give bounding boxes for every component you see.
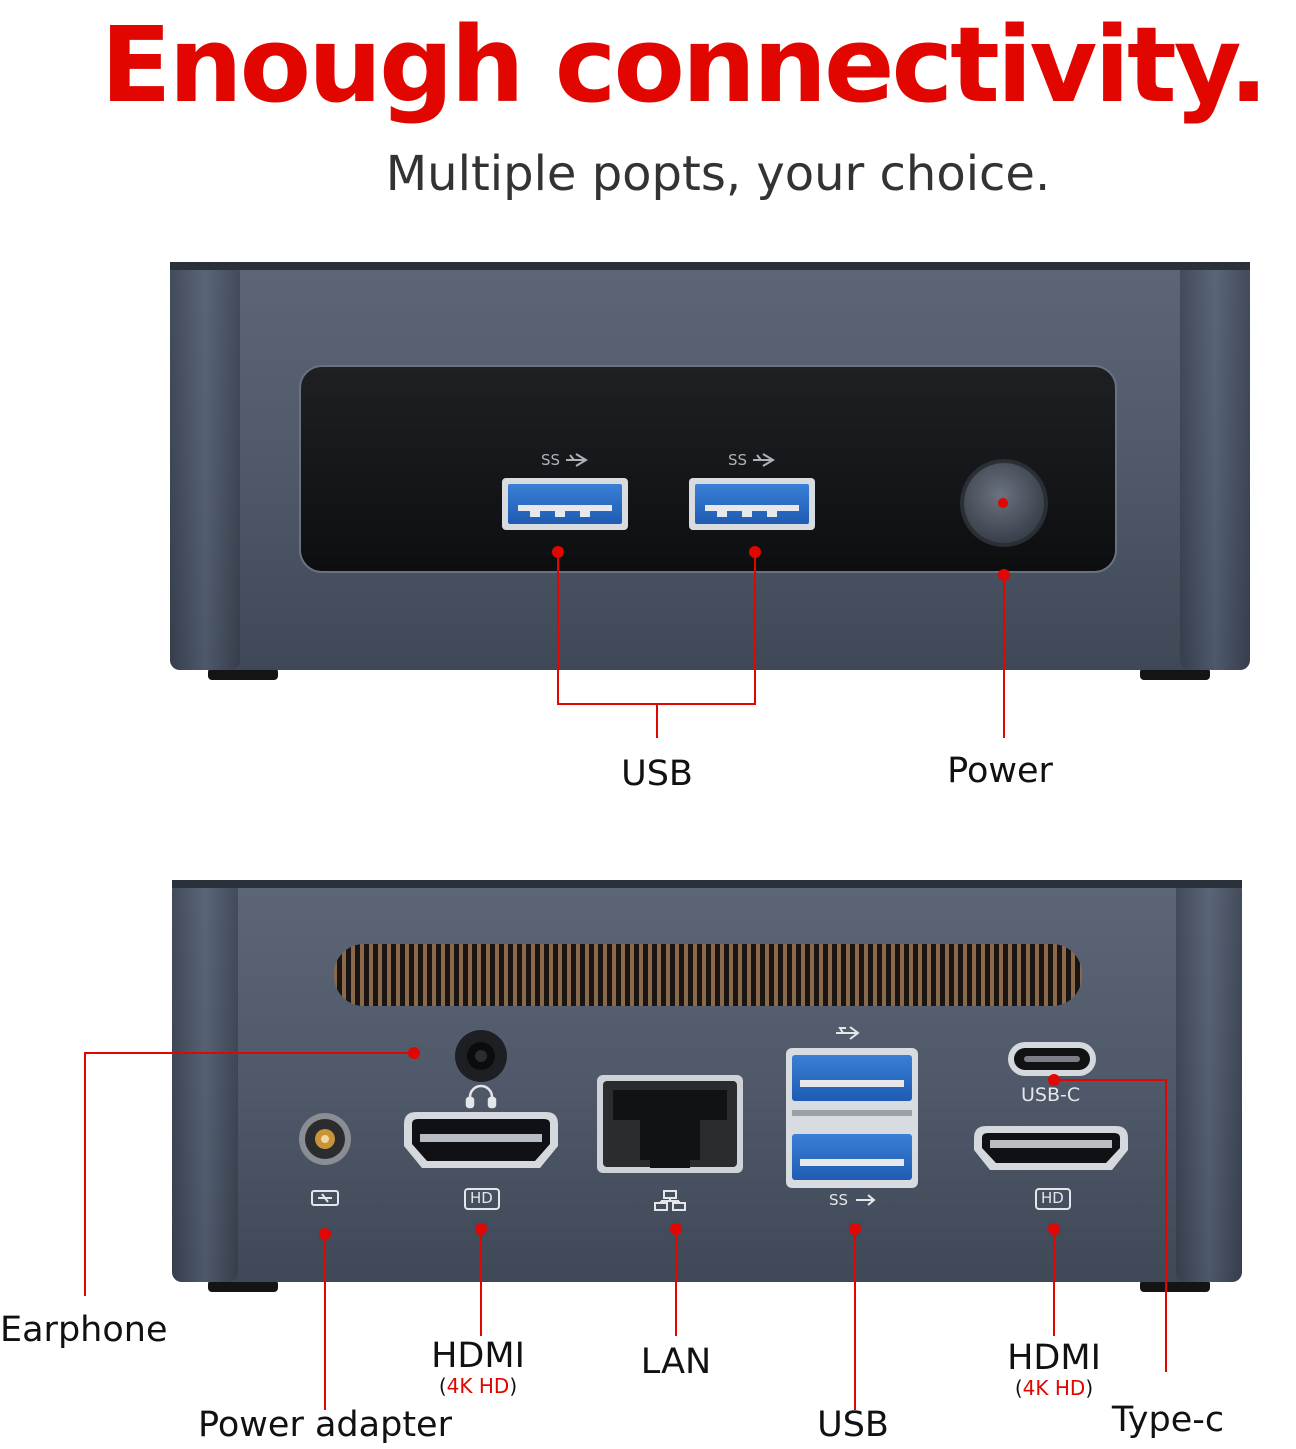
hdmi-right-sub: (4K HD)	[1014, 1376, 1094, 1400]
hd-icon-left	[464, 1188, 500, 1210]
ss-text-2: SS	[728, 451, 748, 469]
front-foot-right	[1140, 668, 1210, 680]
dc-power-jack	[299, 1113, 351, 1165]
front-device	[170, 262, 1250, 738]
rear-usb-label: USB	[817, 1405, 889, 1445]
subheadline: Multiple popts, your choice.	[385, 146, 1051, 202]
headphone-icon	[465, 1084, 497, 1109]
usb-c-port	[1008, 1042, 1096, 1076]
front-foot-left	[208, 668, 278, 680]
power-button	[960, 459, 1048, 547]
earphone-label: Earphone	[0, 1310, 168, 1350]
hdmi-right-label: HDMI	[1007, 1338, 1101, 1378]
hdmi-port-left	[404, 1112, 558, 1168]
ss-text-rear: SS	[829, 1191, 849, 1209]
ss-text-1: SS	[541, 451, 561, 469]
usb-icon	[836, 1026, 876, 1206]
rear-device	[84, 880, 1242, 1410]
ss-usb-icon	[566, 453, 775, 467]
hd-badge-left: HD	[470, 1189, 493, 1207]
hdmi-left-label: HDMI	[431, 1336, 525, 1376]
hdmi-port-right	[974, 1126, 1128, 1170]
headline: Enough connectivity.	[100, 4, 1269, 126]
audio-jack	[455, 1030, 507, 1082]
usb-c-port-text: USB-C	[1021, 1084, 1081, 1106]
hd-badge-right: HD	[1041, 1189, 1064, 1207]
power-adapter-icon	[311, 1190, 339, 1206]
type-c-label: Type-c	[1111, 1400, 1225, 1440]
rear-usb-ports	[786, 1048, 918, 1188]
front-usb-port-2	[689, 478, 815, 530]
hd-icon-right	[1035, 1188, 1071, 1210]
front-callout-lines	[557, 552, 1005, 738]
hdmi-left-sub: (4K HD)	[438, 1374, 518, 1398]
front-usb-port-1	[502, 478, 628, 530]
rear-callout-lines	[84, 1052, 1167, 1410]
lan-label: LAN	[640, 1342, 712, 1382]
power-label: Power	[947, 751, 1053, 791]
lan-port	[597, 1075, 743, 1173]
front-usb-label: USB	[621, 754, 693, 794]
rear-vent	[334, 944, 1082, 1006]
network-icon	[654, 1190, 686, 1211]
power-adapter-label: Power adapter	[198, 1405, 452, 1445]
